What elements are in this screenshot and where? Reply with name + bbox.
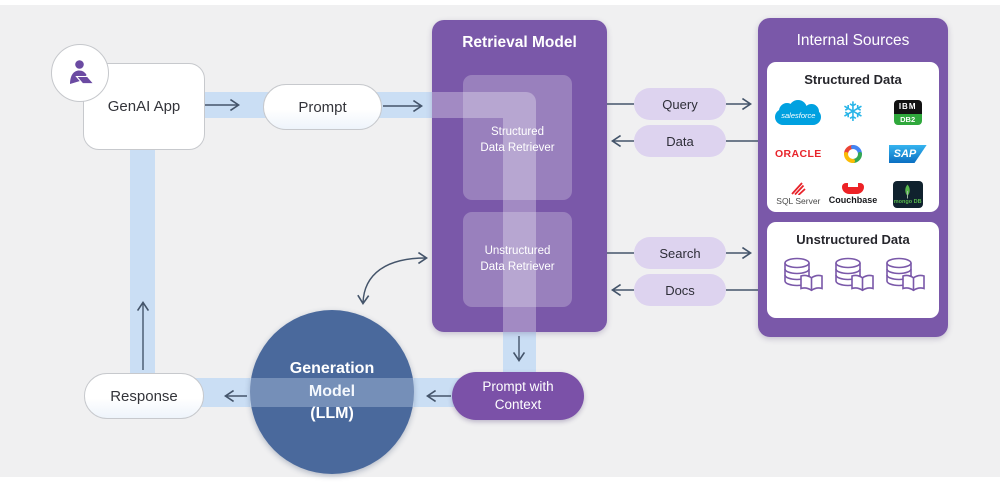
structured-data-title: Structured Data xyxy=(804,72,902,87)
query-pill: Query xyxy=(634,88,726,120)
generation-model-node: Generation Model (LLM) xyxy=(250,310,414,474)
unstructured-data-retriever: Unstructured Data Retriever xyxy=(463,212,572,307)
user-avatar xyxy=(51,44,109,102)
search-pill: Search xyxy=(634,237,726,269)
response-label: Response xyxy=(110,387,178,405)
unstructured-data-icons xyxy=(767,255,939,295)
couchbase-logo-icon: Couchbase xyxy=(829,183,877,205)
couchbase-couch-icon xyxy=(841,183,864,194)
flow-band-inside-vertical xyxy=(503,92,536,332)
prompt-node: Prompt xyxy=(263,84,382,130)
generation-model-label: Generation xyxy=(289,360,375,378)
internal-sources-box: Internal Sources Structured Data salesfo… xyxy=(758,18,948,337)
person-laptop-icon xyxy=(70,60,95,85)
internal-sources-title: Internal Sources xyxy=(796,32,910,49)
prompt-label: Prompt xyxy=(298,98,347,116)
database-book-icon xyxy=(835,257,874,292)
retriever-label: Structured xyxy=(490,125,545,138)
prompt-with-context-label: Prompt with xyxy=(482,379,554,395)
retriever-label: Data Retriever xyxy=(480,141,555,154)
mongodb-leaf-icon xyxy=(905,184,910,198)
genai-app-label: GenAI App xyxy=(107,98,181,115)
sql-server-logo-icon: SQL Server xyxy=(776,182,820,206)
sql-server-flash-icon xyxy=(791,182,806,195)
retriever-label: Unstructured xyxy=(484,244,551,257)
structured-data-logos: salesforce ❄ IBM DB2 ORACLE SAP xyxy=(767,87,939,215)
mongodb-logo-icon: mongo DB xyxy=(892,180,923,208)
generation-model-label: Model xyxy=(308,382,356,400)
retrieval-model-box: Retrieval Model Structured Data Retrieve… xyxy=(432,20,607,332)
retrieval-model-title: Retrieval Model xyxy=(462,34,577,51)
unstructured-data-card: Unstructured Data xyxy=(767,222,939,318)
generation-model-label: (LLM) xyxy=(310,405,354,423)
search-label: Search xyxy=(659,245,701,261)
database-book-icon xyxy=(784,257,823,292)
flow-band-inside-horizontal xyxy=(432,92,503,118)
google-cloud-logo-icon xyxy=(843,145,862,163)
docs-label: Docs xyxy=(665,282,695,298)
docs-pill: Docs xyxy=(634,274,726,306)
salesforce-logo-icon: salesforce xyxy=(775,99,822,126)
data-pill: Data xyxy=(634,125,726,157)
retriever-label: Data Retriever xyxy=(480,260,555,273)
oracle-logo-icon: ORACLE xyxy=(774,148,822,160)
ibm-db2-logo-icon: IBM DB2 xyxy=(893,99,922,125)
sap-logo-icon: SAP xyxy=(888,145,927,163)
unstructured-data-title: Unstructured Data xyxy=(796,232,910,247)
database-book-icon xyxy=(886,257,925,292)
flow-band-over-circle xyxy=(250,378,414,407)
flow-band-context-down xyxy=(503,331,536,374)
snowflake-logo-icon: ❄ xyxy=(841,96,865,127)
prompt-with-context-label: Context xyxy=(494,397,542,412)
query-label: Query xyxy=(662,96,698,112)
structured-data-card: Structured Data salesforce ❄ IBM DB2 ORA… xyxy=(767,62,939,212)
response-node: Response xyxy=(84,373,204,419)
structured-data-retriever: Structured Data Retriever xyxy=(463,75,572,200)
prompt-with-context-node: Prompt with Context xyxy=(452,372,584,420)
data-label: Data xyxy=(666,133,694,149)
